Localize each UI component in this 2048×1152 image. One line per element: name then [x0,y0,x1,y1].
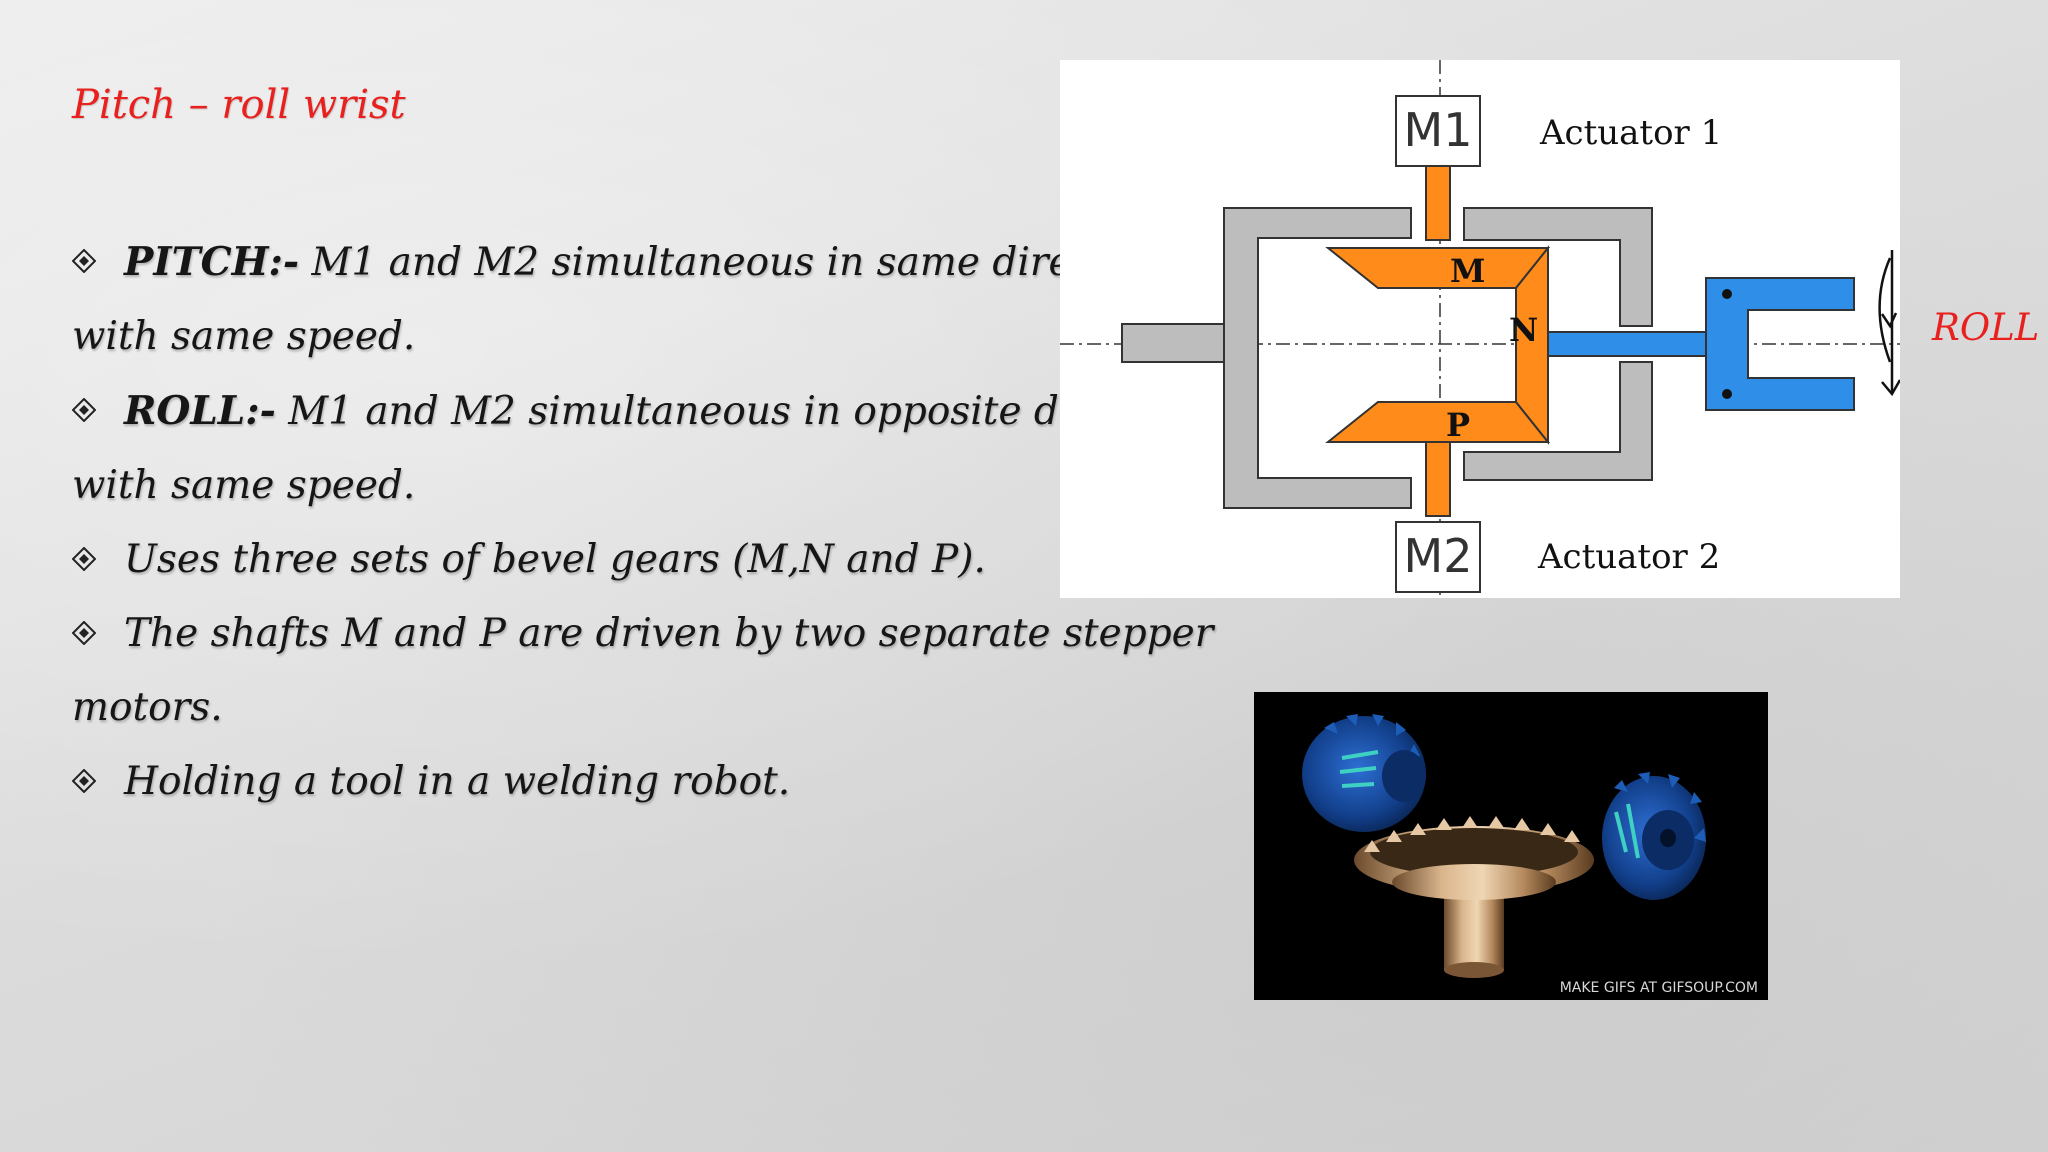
bullet-pitch: PITCH:- M1 and M2 simultaneous in same d… [72,225,1170,300]
gear-p-shape [1325,401,1551,443]
roll-shaft [1547,331,1711,357]
shaft-m1 [1425,165,1451,241]
gear-hub [1444,882,1504,970]
gripper-pin-bottom [1722,389,1732,399]
gripper-pin-top [1722,289,1732,299]
gear-m-shape [1325,247,1551,289]
gear-n-shape [1515,245,1549,445]
roll-arrow-head-lower [1881,379,1902,397]
large-bevel-gear-inner [1370,828,1578,876]
gear-hub-base [1444,962,1504,978]
roll-text: M1 and M2 simultaneous in opposite direc… [275,389,1164,434]
actuator-1-label: Actuator 1 [1539,113,1722,153]
pitch-roll-diagram: M1 M2 Actuator 1 Actuator 2 M N P [1060,60,1902,598]
roll-label: ROLL [1932,306,2040,349]
bullet-roll-continuation: with same speed. [72,463,416,508]
bullet-welding: Holding a tool in a welding robot. [72,745,1112,819]
bullet-bevel-gears: Uses three sets of bevel gears (M,N and … [72,523,1112,597]
roll-arrow-icon [1878,257,1892,363]
bullet-roll: ROLL:- M1 and M2 simultaneous in opposit… [72,374,1163,449]
blue-gear-right-bore [1660,829,1676,847]
bullet-pitch-continuation: with same speed. [72,314,416,359]
motor-m2-label: M2 [1404,529,1473,583]
diamond-bullet-icon [72,621,96,645]
roll-term: ROLL:- [124,388,276,434]
diamond-bullet-icon [72,398,96,422]
shaft-m2 [1425,439,1451,517]
actuator-2-label: Actuator 2 [1537,537,1720,577]
frame-left-bracket [1223,207,1412,509]
blue-gear-right-teeth [1614,772,1706,842]
bullet-list: PITCH:- M1 and M2 simultaneous in same d… [72,225,1213,819]
blue-gear-right-highlights [1614,803,1640,859]
shafts-text: The shafts M and P are driven by two sep… [124,611,1214,656]
frame-right-top [1463,207,1653,327]
frame-left-shaft [1121,323,1231,363]
gear-n-label: N [1509,311,1538,349]
diamond-bullet-icon [72,769,96,793]
diamond-bullet-icon [72,249,96,273]
diamond-bullet-icon [72,547,96,571]
motor-m2-box [1395,521,1481,593]
motor-m1-label: M1 [1404,103,1473,157]
roll-arrow-head-upper [1880,312,1898,329]
blue-gear-left [1302,716,1426,832]
bevel-gears-text: Uses three sets of bevel gears (M,N and … [124,537,986,582]
pitch-term: PITCH:- [124,239,300,285]
bevel-gears-image [1302,714,1706,978]
large-gear-teeth [1364,816,1580,852]
bevel-gear-animation: MAKE GIFS AT GIFSOUP.COM [1254,692,1768,1000]
bullet-shafts-continuation: motors. [72,685,223,730]
gear-m-label: M [1450,252,1485,290]
gripper [1705,277,1855,411]
blue-gear-left-highlights [1339,750,1379,788]
frame-right-bottom [1463,361,1653,481]
welding-text: Holding a tool in a welding robot. [124,759,791,804]
slide-title: Pitch – roll wrist [72,82,406,128]
gif-caption: MAKE GIFS AT GIFSOUP.COM [1559,980,1758,996]
gear-p-label: P [1446,406,1470,444]
bullet-shafts: The shafts M and P are driven by two sep… [72,597,1213,671]
motor-m1-box [1395,95,1481,167]
pitch-text: M1 and M2 simultaneous in same direction [299,240,1171,285]
wrist-mechanism-diagram: M1 M2 Actuator 1 Actuator 2 M N P [1060,60,1902,598]
blue-gear-left-hub [1382,750,1426,802]
large-bevel-gear-neck [1392,864,1556,900]
